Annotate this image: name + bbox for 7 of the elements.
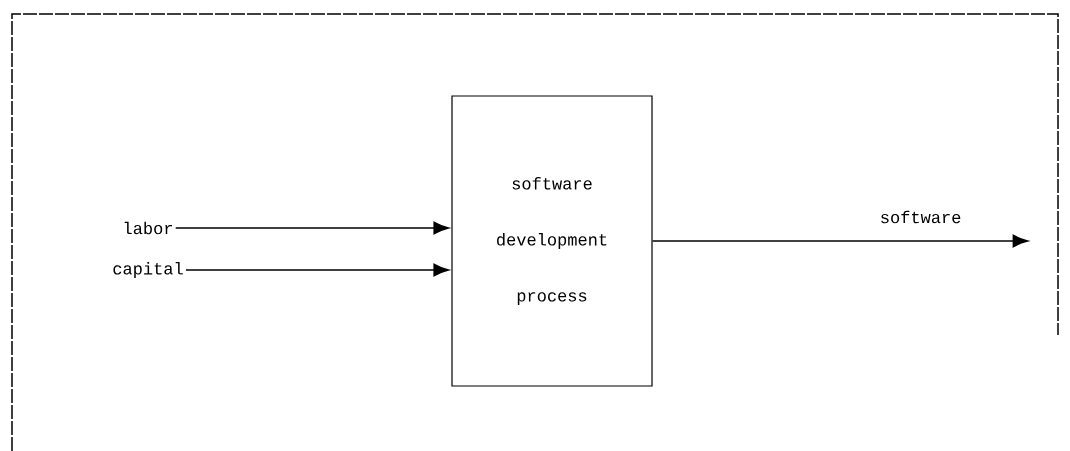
arrow bbox=[185, 263, 450, 277]
arrow bbox=[651, 234, 1029, 248]
input-label: labor bbox=[124, 221, 172, 235]
input-label: capital bbox=[113, 262, 183, 278]
edge-label: software bbox=[877, 208, 964, 226]
process-box: software development process bbox=[451, 95, 653, 387]
arrow bbox=[174, 221, 450, 235]
